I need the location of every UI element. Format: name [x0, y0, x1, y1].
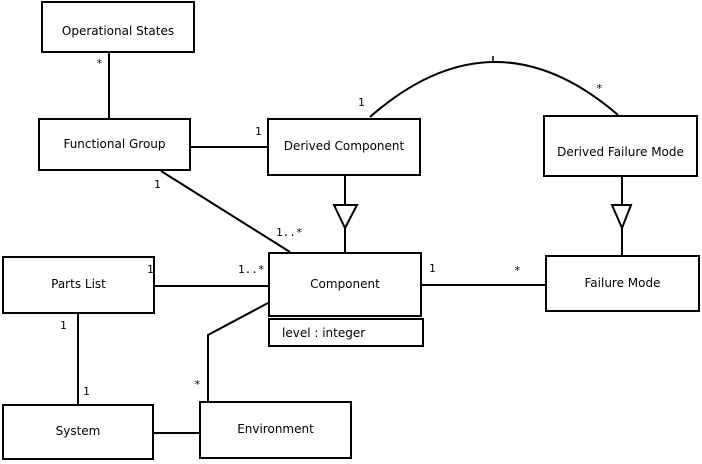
multiplicity-functional-group-component-one: 1	[154, 178, 161, 191]
class-derived-failure-mode[interactable]: Derived Failure Mode	[543, 115, 698, 177]
multiplicity-component-failure-mode-star: *	[514, 264, 521, 277]
edge-derived-component-derived-failure-mode-arc	[369, 61, 619, 118]
class-functional-group[interactable]: Functional Group	[38, 118, 191, 171]
class-component-attributes[interactable]: level : integer	[268, 318, 424, 347]
generalization-arrow-derived-failure-mode	[610, 204, 633, 231]
class-environment[interactable]: Environment	[199, 401, 352, 459]
class-derived-failure-mode-label: Derived Failure Mode	[557, 145, 684, 160]
class-operational-states[interactable]: Operational States	[41, 1, 195, 53]
class-parts-list-label: Parts List	[51, 277, 106, 292]
class-environment-label: Environment	[237, 422, 314, 437]
class-derived-component-label: Derived Component	[283, 139, 405, 154]
class-failure-mode-label: Failure Mode	[584, 275, 661, 290]
multiplicity-parts-list-component-one: 1	[147, 263, 154, 276]
multiplicity-operational-states-star: *	[96, 57, 103, 70]
generalization-arrow-derived-component	[332, 204, 359, 231]
class-operational-states-label: Operational States	[61, 23, 175, 38]
class-functional-group-label: Functional Group	[63, 136, 166, 151]
multiplicity-component-failure-mode-one: 1	[429, 262, 436, 275]
edge-component-environment	[207, 302, 269, 401]
multiplicity-parts-list-system-one-bottom: 1	[83, 385, 90, 398]
multiplicity-parts-list-system-one-top: 1	[60, 319, 67, 332]
class-failure-mode[interactable]: Failure Mode	[545, 255, 700, 312]
class-component[interactable]: Component	[268, 252, 422, 317]
edge-functional-group-component	[160, 170, 291, 253]
multiplicity-arc-derived-failure-mode-star: *	[596, 82, 603, 95]
multiplicity-component-environment-star: *	[194, 378, 201, 391]
class-system-label: System	[55, 424, 101, 439]
multiplicity-functional-group-component-many: 1..*	[276, 226, 303, 239]
class-system[interactable]: System	[2, 404, 154, 460]
multiplicity-arc-derived-component-one: 1	[358, 96, 365, 109]
multiplicity-functional-group-derived-component-one: 1	[255, 125, 262, 138]
class-parts-list[interactable]: Parts List	[2, 256, 155, 314]
component-attribute-level: level : integer	[282, 325, 366, 340]
multiplicity-parts-list-component-many: 1..*	[238, 263, 265, 276]
class-component-label: Component	[310, 276, 380, 291]
class-derived-component[interactable]: Derived Component	[267, 118, 421, 176]
